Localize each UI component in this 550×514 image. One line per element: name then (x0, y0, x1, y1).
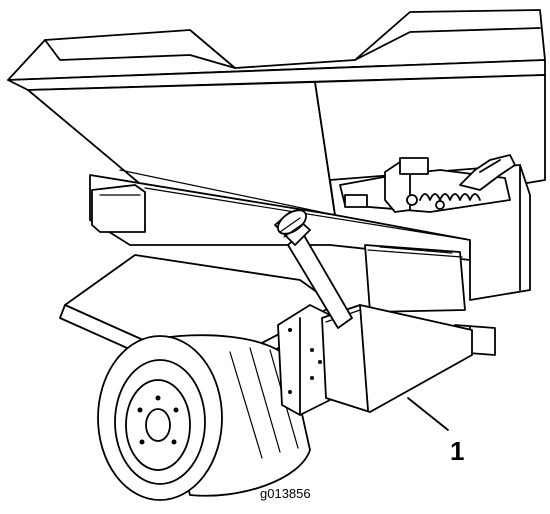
figure-id: g013856 (260, 486, 311, 501)
callout-leader-line (407, 397, 449, 431)
axle-bracket (277, 304, 331, 416)
callout-label: 1 (450, 436, 464, 466)
side-box (364, 244, 466, 313)
callout-1: 1 (407, 397, 464, 466)
tank (321, 304, 473, 413)
wheel (97, 334, 311, 501)
filler-neck (274, 209, 353, 329)
gear-mechanism (329, 154, 531, 301)
